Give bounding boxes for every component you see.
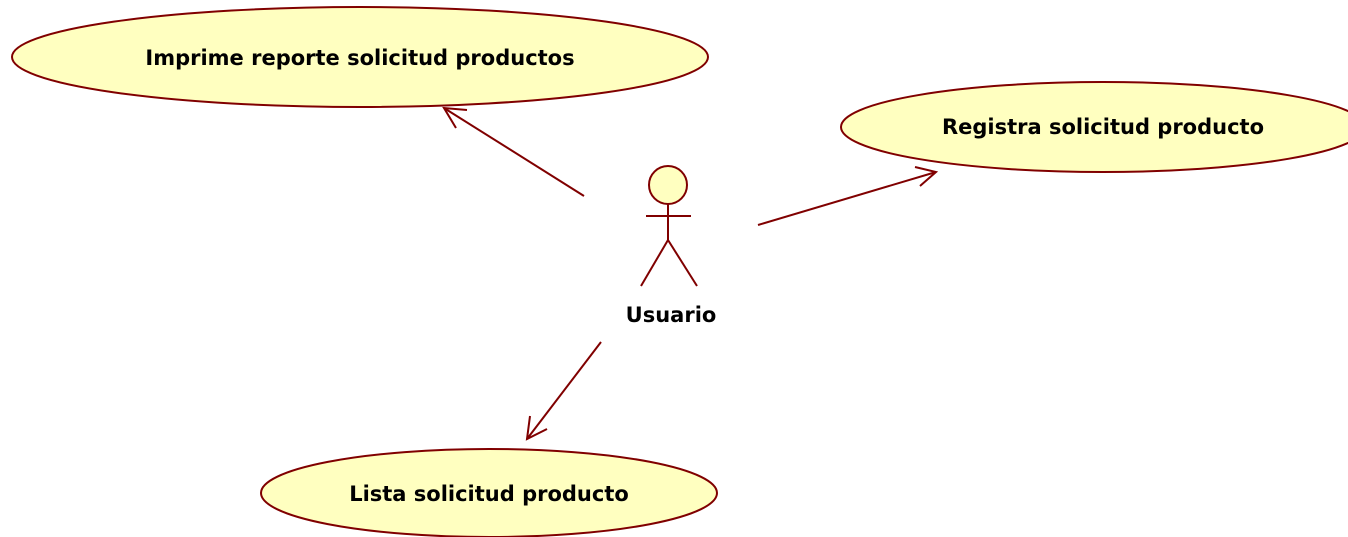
use-case-lista-solicitud[interactable]: Lista solicitud producto [260,448,718,537]
arrowhead-open [525,415,548,441]
use-case-label: Registra solicitud producto [942,115,1264,139]
association-registra[interactable] [757,166,939,226]
actor-usuario[interactable]: Usuario [626,165,717,327]
association-line [757,171,937,226]
association-line [526,341,602,440]
arrowhead-open [914,166,939,187]
arrowhead-open [442,106,468,129]
use-case-imprime-reporte[interactable]: Imprime reporte solicitud productos [11,6,709,108]
association-imprime[interactable] [442,106,585,197]
use-case-registra-solicitud[interactable]: Registra solicitud producto [840,81,1348,173]
use-case-ellipse [840,81,1348,173]
use-case-label: Lista solicitud producto [349,482,629,506]
use-case-label: Imprime reporte solicitud productos [145,46,574,70]
actor-right-leg [667,239,698,287]
actor-left-leg [640,239,669,287]
use-case-ellipse [11,6,709,108]
actor-head [648,165,688,205]
association-line [443,107,585,197]
association-lista[interactable] [525,341,602,441]
actor-label: Usuario [626,303,717,327]
use-case-ellipse [260,448,718,537]
